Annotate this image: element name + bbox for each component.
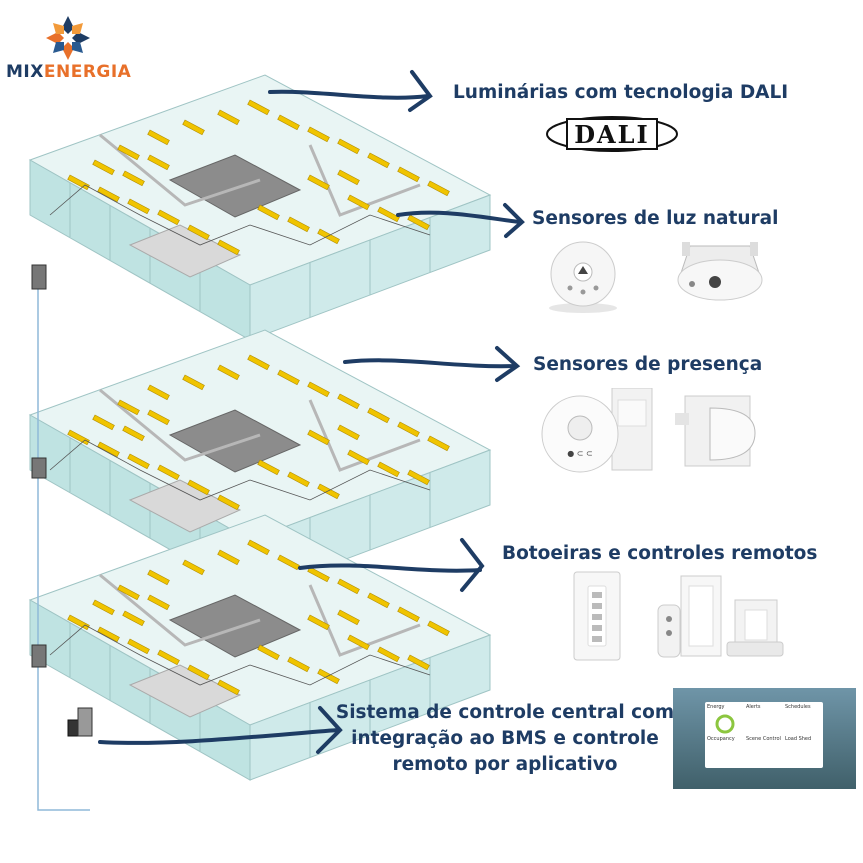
- ceiling-sensor-icon: [677, 242, 763, 301]
- app-tile: Occupancy: [707, 736, 735, 742]
- label-central-system: Sistema de controle central com integraç…: [335, 702, 675, 775]
- label-switches-remotes: Botoeiras e controles remotos: [502, 543, 818, 564]
- energy-gauge-icon: [715, 714, 735, 734]
- wall-dimmer-icon: [680, 575, 784, 657]
- mixenergia-logo: [46, 16, 90, 60]
- svg-text:DALI: DALI: [574, 120, 650, 149]
- control-panel-icon: Energy Alerts Schedules Occupancy Scene …: [673, 688, 856, 789]
- building-floors-icon: [28, 73, 492, 811]
- label-daylight-sensors: Sensores de luz natural: [532, 208, 779, 229]
- presence-sensor-icon: ● ⊂ ⊂: [541, 388, 653, 473]
- brand-name: MIXENERGIA: [6, 62, 132, 82]
- remote-control-icon: [657, 604, 681, 658]
- svg-text:● ⊂ ⊂: ● ⊂ ⊂: [567, 449, 593, 458]
- app-tile: Schedules: [785, 704, 811, 710]
- app-tile: Alerts: [746, 704, 761, 710]
- daylight-sensor-icon: [549, 241, 617, 313]
- dali-logo: DALI: [546, 116, 678, 152]
- keypad-icon: [573, 571, 621, 661]
- label-presence-sensors: Sensores de presença: [533, 354, 763, 375]
- label-dali-luminaires: Luminárias com tecnologia DALI: [453, 82, 789, 103]
- app-tile: Scene Control: [746, 736, 781, 742]
- app-dashboard: Energy Alerts Schedules Occupancy Scene …: [705, 702, 823, 768]
- app-tile: Load Shed: [785, 736, 812, 742]
- wall-sensor-icon: [675, 395, 756, 467]
- floor-panel-top: [31, 264, 47, 290]
- app-tile: Energy: [707, 704, 725, 710]
